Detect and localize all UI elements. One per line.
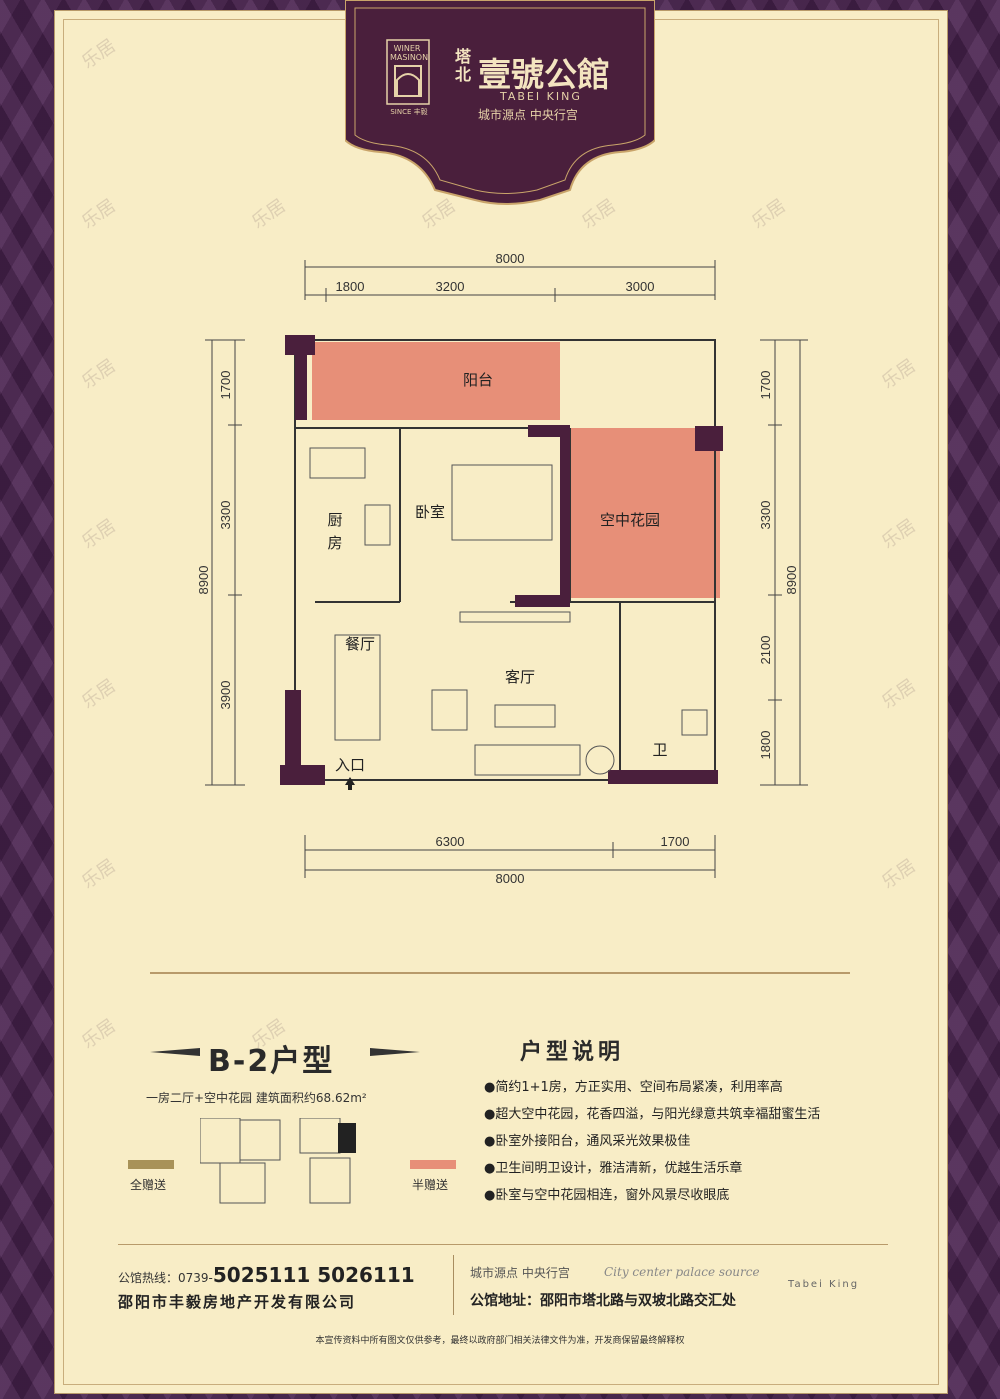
description-item: ●简约1+1房，方正实用、空间布局紧凑，利用率高 (484, 1080, 783, 1095)
logo-emblem (386, 39, 430, 105)
room-bedroom: 卧室 (415, 503, 445, 521)
hotline-label: 公馆热线：0739- (118, 1271, 213, 1285)
room-entrance: 入口 (335, 756, 365, 774)
dim-right-total: 8900 (784, 566, 799, 595)
unit-title-ornament (130, 1032, 440, 1072)
project-address: 公馆地址：邵阳市塔北路与双坡北路交汇处 (470, 1293, 736, 1309)
dim-left-total: 8900 (196, 566, 211, 595)
dim-bottom-total: 8000 (496, 871, 525, 886)
room-bathroom: 卫 (652, 741, 667, 759)
logo-small: SINCE 丰毅 (390, 108, 428, 116)
legend-half-label: 半赠送 (412, 1178, 449, 1192)
legend-full-swatch (128, 1160, 174, 1169)
logo-letters: WINER MASINON (390, 44, 429, 62)
dim-right-3: 2100 (758, 636, 773, 665)
dim-right-4: 1800 (758, 731, 773, 760)
description-item: ●卫生间明卫设计，雅洁清新，优越生活乐章 (484, 1161, 743, 1176)
sky-garden-area (570, 428, 720, 598)
brand-tagline: 城市源点 中央行宫 (478, 108, 578, 122)
brand-english: TABEI KING (500, 90, 582, 103)
room-sky-garden: 空中花园 (600, 511, 660, 529)
footer-brand-en: Tabei King (788, 1279, 860, 1290)
description-title: 户型说明 (520, 1040, 625, 1065)
entrance-arrow-icon (345, 777, 355, 790)
legend-half-swatch (410, 1160, 456, 1169)
dim-bottom-1: 6300 (436, 834, 465, 849)
description-item: ●超大空中花园，花香四溢，与阳光绿意共筑幸福甜蜜生活 (484, 1107, 821, 1122)
dim-left-3: 3900 (218, 681, 233, 710)
brand-name: 壹號公館 (478, 55, 610, 94)
dim-right-2: 3300 (758, 501, 773, 530)
brand-district: 塔北 (455, 47, 472, 84)
dim-top-1: 1800 (336, 279, 365, 294)
room-living: 客厅 (505, 668, 535, 686)
footer-vertical-divider (453, 1255, 454, 1315)
section-divider (150, 972, 850, 974)
dim-left-1: 1700 (218, 371, 233, 400)
dim-bottom-2: 1700 (661, 834, 690, 849)
dim-right-1: 1700 (758, 371, 773, 400)
room-kitchen-2: 房 (327, 534, 342, 552)
hotline: 公馆热线：0739-5025111 5026111 (118, 1263, 415, 1287)
room-balcony: 阳台 (463, 371, 493, 389)
description-item: ●卧室与空中花园相连，窗外风景尽收眼底 (484, 1188, 730, 1203)
hotline-numbers: 5025111 5026111 (212, 1263, 415, 1287)
footer-slogan: 城市源点 中央行宫 (470, 1266, 570, 1280)
building-key-plan (200, 1118, 356, 1204)
developer-company: 邵阳市丰毅房地产开发有限公司 (118, 1293, 357, 1311)
balcony-area (312, 342, 560, 420)
dim-left-2: 3300 (218, 501, 233, 530)
dim-top-3: 3000 (626, 279, 655, 294)
room-kitchen-1: 厨 (327, 511, 342, 529)
room-dining: 餐厅 (345, 635, 375, 653)
brand-logo-plaque (345, 0, 655, 205)
dim-top-total: 8000 (496, 251, 525, 266)
footer-divider (118, 1244, 888, 1245)
disclaimer: 本宣传资料中所有图文仅供参考，最终以政府部门相关法律文件为准，开发商保留最终解释… (315, 1336, 685, 1346)
floor-plan: 8000 1800 3200 3000 6300 1700 8000 8900 … (196, 251, 808, 886)
unit-type: B-2户型 (208, 1044, 335, 1079)
legend-full-label: 全赠送 (130, 1178, 167, 1192)
footer-slogan-en: City center palace source (604, 1265, 760, 1279)
unit-summary: 一房二厅+空中花园 建筑面积约68.62m² (146, 1091, 367, 1105)
description-item: ●卧室外接阳台，通风采光效果极佳 (484, 1134, 691, 1149)
dim-top-2: 3200 (436, 279, 465, 294)
